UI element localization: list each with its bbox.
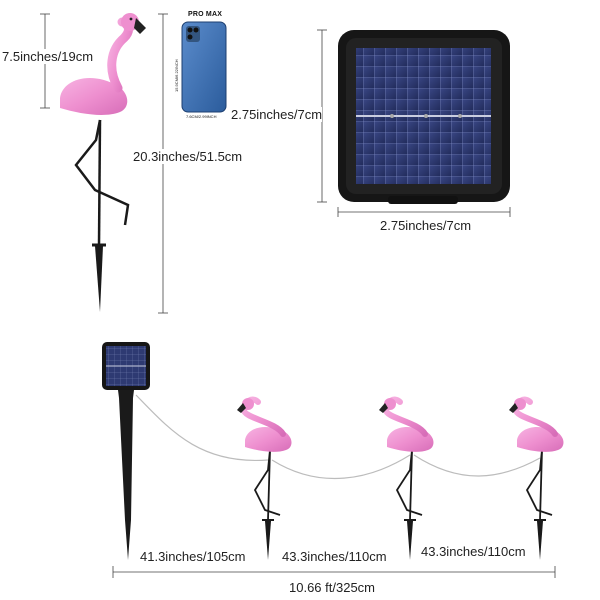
panel-width-dim [337,207,511,217]
cable-2-label: 43.3inches/110cm [282,549,387,564]
phone-height-label: 15.9CM/6.22INCH [174,59,179,92]
solar-panel-large [338,30,510,204]
flamingo-small-3 [509,396,564,560]
flamingo-small-2 [379,396,434,560]
panel-width-label: 2.75inches/7cm [380,218,472,233]
cable-3-label: 43.3inches/110cm [421,544,526,559]
panel-height-label: 2.75inches/7cm [231,107,323,122]
flamingo-total-height-label: 20.3inches/51.5cm [133,149,243,164]
total-length-dim [112,566,556,578]
flamingo-small-1 [237,396,292,560]
phone-width-label: 7.6CM/2.99INCH [186,114,217,119]
phone-reference [181,21,227,113]
flamingo-head-height-label: 7.5inches/19cm [2,49,94,64]
flamingo-large [60,13,146,312]
cable-wires [135,394,541,480]
cable-1-label: 41.3inches/105cm [140,549,246,564]
total-length-label: 10.66 ft/325cm [289,580,375,595]
phone-title: PRO MAX [188,11,223,18]
solar-stake-small [102,342,150,560]
